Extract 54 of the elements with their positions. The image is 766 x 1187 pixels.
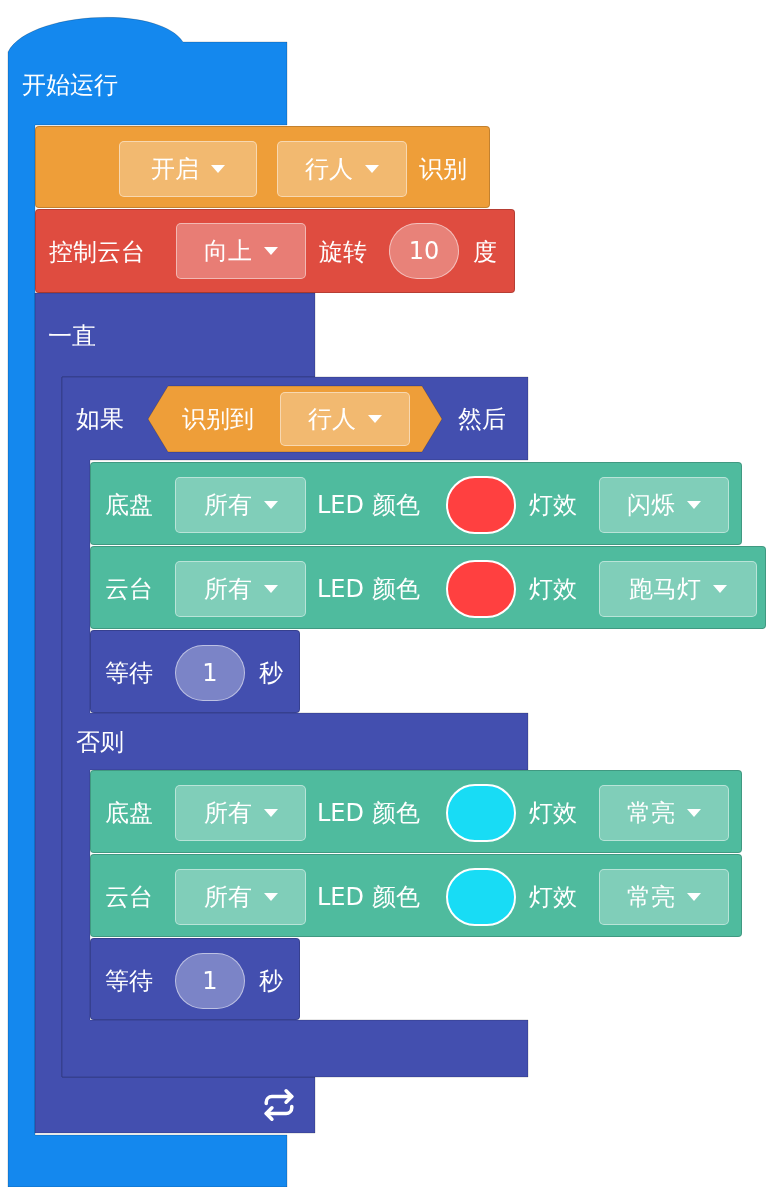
wait-block: [90, 938, 300, 1020]
dropdown-menu: 闪烁: [599, 477, 729, 533]
block-label: 云台: [105, 882, 153, 912]
block-label: 度: [473, 237, 497, 267]
command-block: [35, 126, 490, 208]
block-label: 识别: [419, 154, 467, 184]
command-block: [90, 546, 766, 629]
command-block: [90, 770, 742, 853]
block-label: 识别到: [182, 404, 254, 434]
block-label: 底盘: [105, 490, 153, 520]
dropdown-menu: 所有: [175, 561, 306, 617]
number-input: 1: [175, 953, 245, 1009]
block-label: 灯效: [529, 574, 577, 604]
dropdown-menu: 所有: [175, 869, 306, 925]
wait-block: [90, 630, 300, 713]
color-swatch: [446, 560, 516, 618]
dropdown-menu: 跑马灯: [599, 561, 757, 617]
block-label: 秒: [259, 658, 283, 688]
block-label: 然后: [458, 404, 506, 434]
number-input: 10: [389, 223, 459, 279]
block-label: 灯效: [529, 882, 577, 912]
block-label: LED 颜色: [317, 490, 420, 520]
block-label: 秒: [259, 966, 283, 996]
dropdown-menu: 常亮: [599, 869, 729, 925]
block-label: 否则: [76, 727, 124, 757]
block-label: 开始运行: [22, 70, 118, 100]
block-label: 控制云台: [49, 237, 145, 267]
dropdown-menu: 开启: [119, 141, 257, 197]
color-swatch: [446, 868, 516, 926]
block-label: LED 颜色: [317, 798, 420, 828]
number-input: 1: [175, 645, 245, 701]
block-label: 一直: [48, 321, 96, 351]
block-label: LED 颜色: [317, 574, 420, 604]
dropdown-menu: 所有: [175, 477, 306, 533]
block-label: 底盘: [105, 798, 153, 828]
dropdown-menu: 所有: [175, 785, 306, 841]
block-label: 旋转: [319, 237, 367, 267]
color-swatch: [446, 784, 516, 842]
command-block: [90, 462, 742, 545]
dropdown-menu: 常亮: [599, 785, 729, 841]
dropdown-menu: 行人: [277, 141, 407, 197]
block-label: 云台: [105, 574, 153, 604]
block-label: 等待: [105, 966, 153, 996]
block-label: 等待: [105, 658, 153, 688]
color-swatch: [446, 476, 516, 534]
command-block: [90, 854, 742, 937]
command-block: [35, 209, 515, 293]
block-label: LED 颜色: [317, 882, 420, 912]
block-label: 如果: [76, 404, 124, 434]
block-label: 灯效: [529, 490, 577, 520]
condition-block: [148, 386, 442, 452]
dropdown-menu: 向上: [176, 223, 306, 279]
dropdown-menu: 行人: [280, 392, 410, 446]
block-label: 灯效: [529, 798, 577, 828]
